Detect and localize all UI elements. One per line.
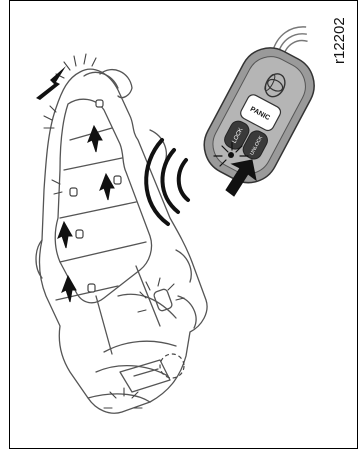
figure-code: r12202 xyxy=(323,4,357,64)
press-point xyxy=(228,152,234,158)
